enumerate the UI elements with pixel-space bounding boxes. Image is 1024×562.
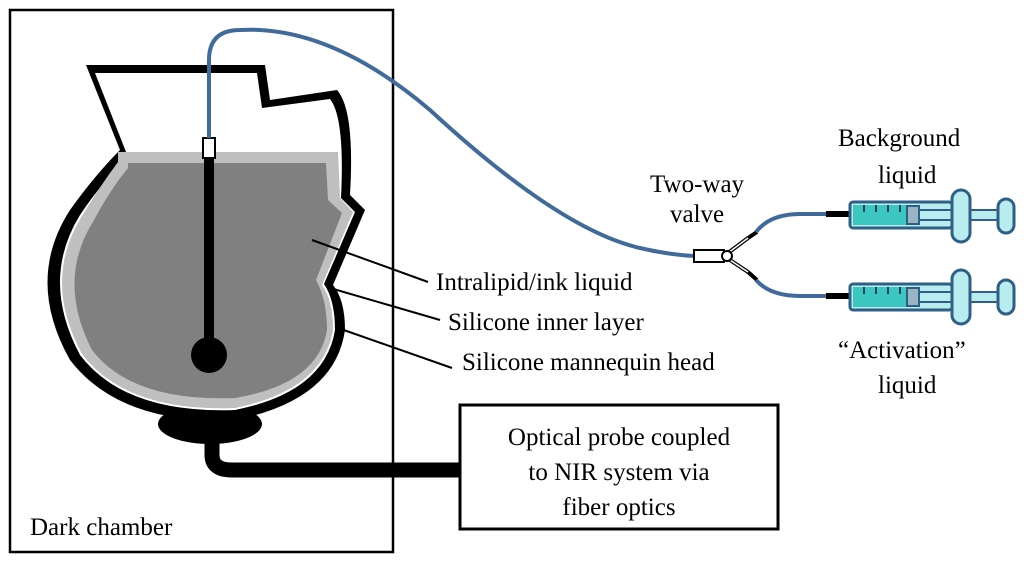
background-syringe	[826, 188, 1016, 244]
intralipid-label: Intralipid/ink liquid	[436, 269, 633, 296]
mannequin-label: Silicone mannequin head	[462, 349, 715, 376]
syringe-thumb-rest	[996, 197, 1016, 235]
syringe-flange	[950, 268, 972, 326]
syringe-plunger-seal	[906, 287, 920, 307]
syringe-needle	[826, 293, 850, 299]
nir-box-line2: to NIR system via	[528, 459, 709, 486]
fiber-optic-cable	[204, 430, 460, 478]
internal-probe-tip-holder	[202, 137, 216, 159]
activation-syringe	[826, 268, 1016, 326]
valve-label-line2: valve	[670, 201, 724, 228]
activation-liquid-label-line2: liquid	[878, 372, 937, 399]
valve-label-line1: Two-way	[650, 171, 745, 198]
nir-box-line3: fiber optics	[562, 494, 675, 521]
internal-probe-bulb	[191, 337, 227, 373]
leader-line-intralipid	[311, 239, 429, 283]
leader-line-mannequin	[337, 327, 453, 369]
syringe-graduations	[863, 205, 901, 212]
activation-liquid-tube	[754, 278, 828, 298]
two-way-valve-knob	[721, 250, 733, 262]
two-way-valve-body	[693, 249, 725, 263]
syringe-flange	[950, 188, 972, 244]
syringe-thumb-rest	[996, 278, 1016, 316]
nir-system-box	[458, 403, 780, 531]
dark-chamber-label: Dark chamber	[30, 514, 173, 541]
syringe-plunger-seal	[906, 205, 920, 225]
dark-chamber-box	[8, 8, 395, 554]
supply-tube	[207, 27, 696, 258]
syringe-fluid	[853, 205, 907, 225]
syringe-fluid	[853, 287, 907, 307]
syringe-graduations	[863, 287, 901, 294]
background-liquid-tube	[754, 212, 828, 234]
internal-probe-rod	[204, 158, 214, 353]
inner-layer-label: Silicone inner layer	[448, 309, 644, 336]
background-liquid-label-line1: Background	[838, 125, 961, 152]
syringe-needle	[826, 211, 850, 217]
nir-box-line1: Optical probe coupled	[508, 424, 731, 451]
activation-liquid-label-line1: “Activation”	[838, 337, 966, 364]
leader-line-inner-layer	[329, 287, 441, 321]
background-liquid-label-line2: liquid	[878, 162, 937, 189]
